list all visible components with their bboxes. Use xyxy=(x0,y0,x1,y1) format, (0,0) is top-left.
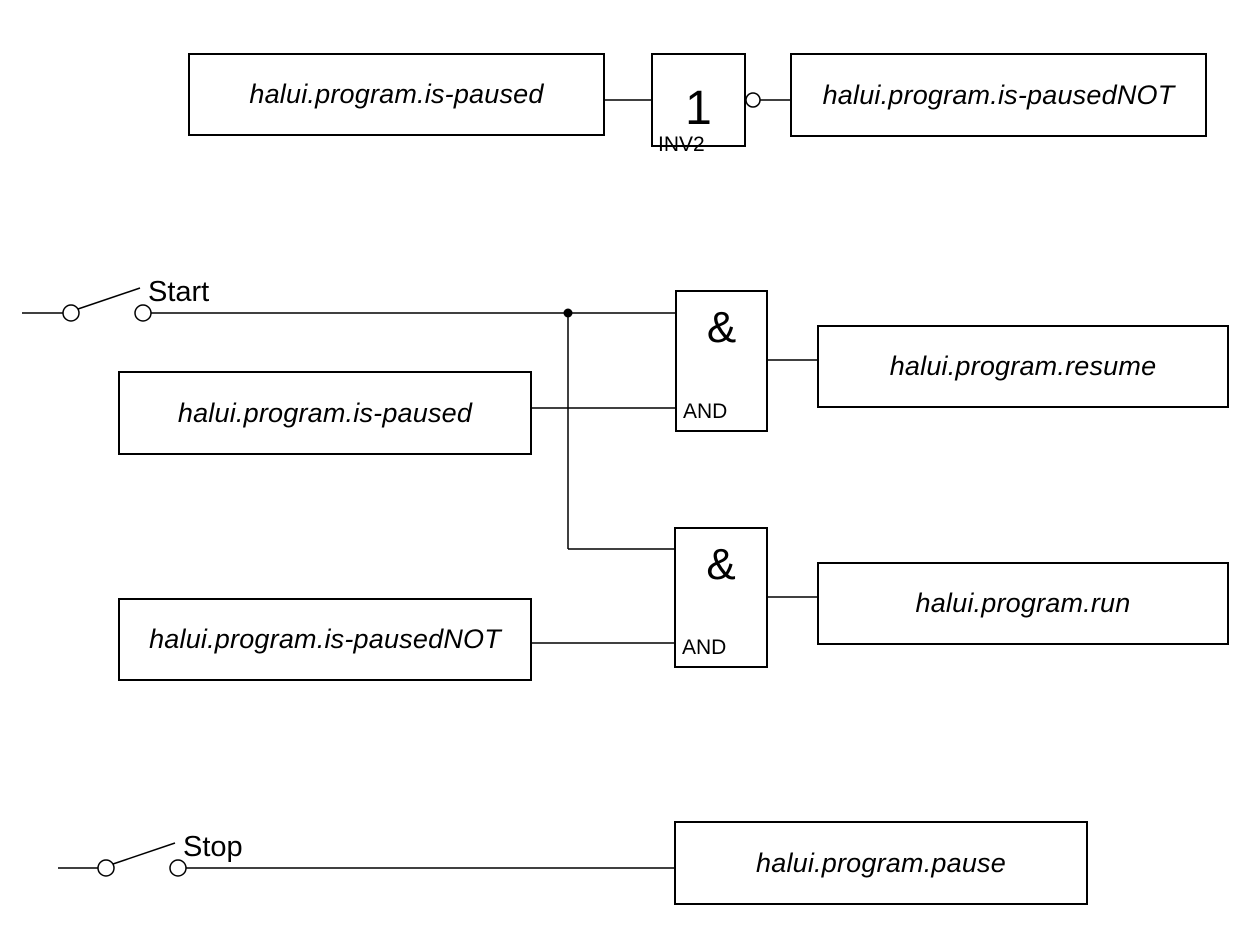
signal-box-pause: halui.program.pause xyxy=(674,821,1088,905)
and-gate-type-label: AND xyxy=(682,636,727,659)
signal-box-is-paused-not-top: halui.program.is-pausedNOT xyxy=(790,53,1207,137)
start-switch-left-contact xyxy=(62,304,80,322)
signal-label: halui.program.is-paused xyxy=(177,397,473,428)
stop-switch-lever xyxy=(112,842,176,865)
signal-label: halui.program.is-pausedNOT xyxy=(149,624,501,654)
and-gate-resume: & AND xyxy=(675,290,768,432)
stop-switch-left-contact xyxy=(97,859,115,877)
start-switch-label: Start xyxy=(148,276,210,308)
signal-label: halui.program.pause xyxy=(756,847,1006,878)
signal-label: halui.program.is-pausedNOT xyxy=(822,79,1175,110)
inverter-gate: 1 INV2 xyxy=(651,53,746,156)
signal-box-is-paused-top: halui.program.is-paused xyxy=(188,53,605,136)
inverter-gate-type-label: INV2 xyxy=(658,133,705,156)
signal-box-is-paused-not-mid: halui.program.is-pausedNOT xyxy=(118,598,532,681)
start-switch-lever xyxy=(77,287,141,310)
and-gate-symbol: & xyxy=(706,303,737,352)
signal-box-resume: halui.program.resume xyxy=(817,325,1229,408)
signal-box-is-paused-mid: halui.program.is-paused xyxy=(118,371,532,455)
inverter-output-bubble xyxy=(745,92,761,108)
inverter-gate-symbol: 1 xyxy=(685,82,712,135)
and-gate-type-label: AND xyxy=(683,400,728,423)
stop-switch-label: Stop xyxy=(183,831,243,863)
and-gate-symbol: & xyxy=(706,540,736,589)
signal-box-run: halui.program.run xyxy=(817,562,1229,645)
and-gate-run: & AND xyxy=(674,527,768,668)
signal-label: halui.program.run xyxy=(915,588,1131,618)
signal-label: halui.program.resume xyxy=(889,351,1157,381)
signal-label: halui.program.is-paused xyxy=(249,79,544,109)
